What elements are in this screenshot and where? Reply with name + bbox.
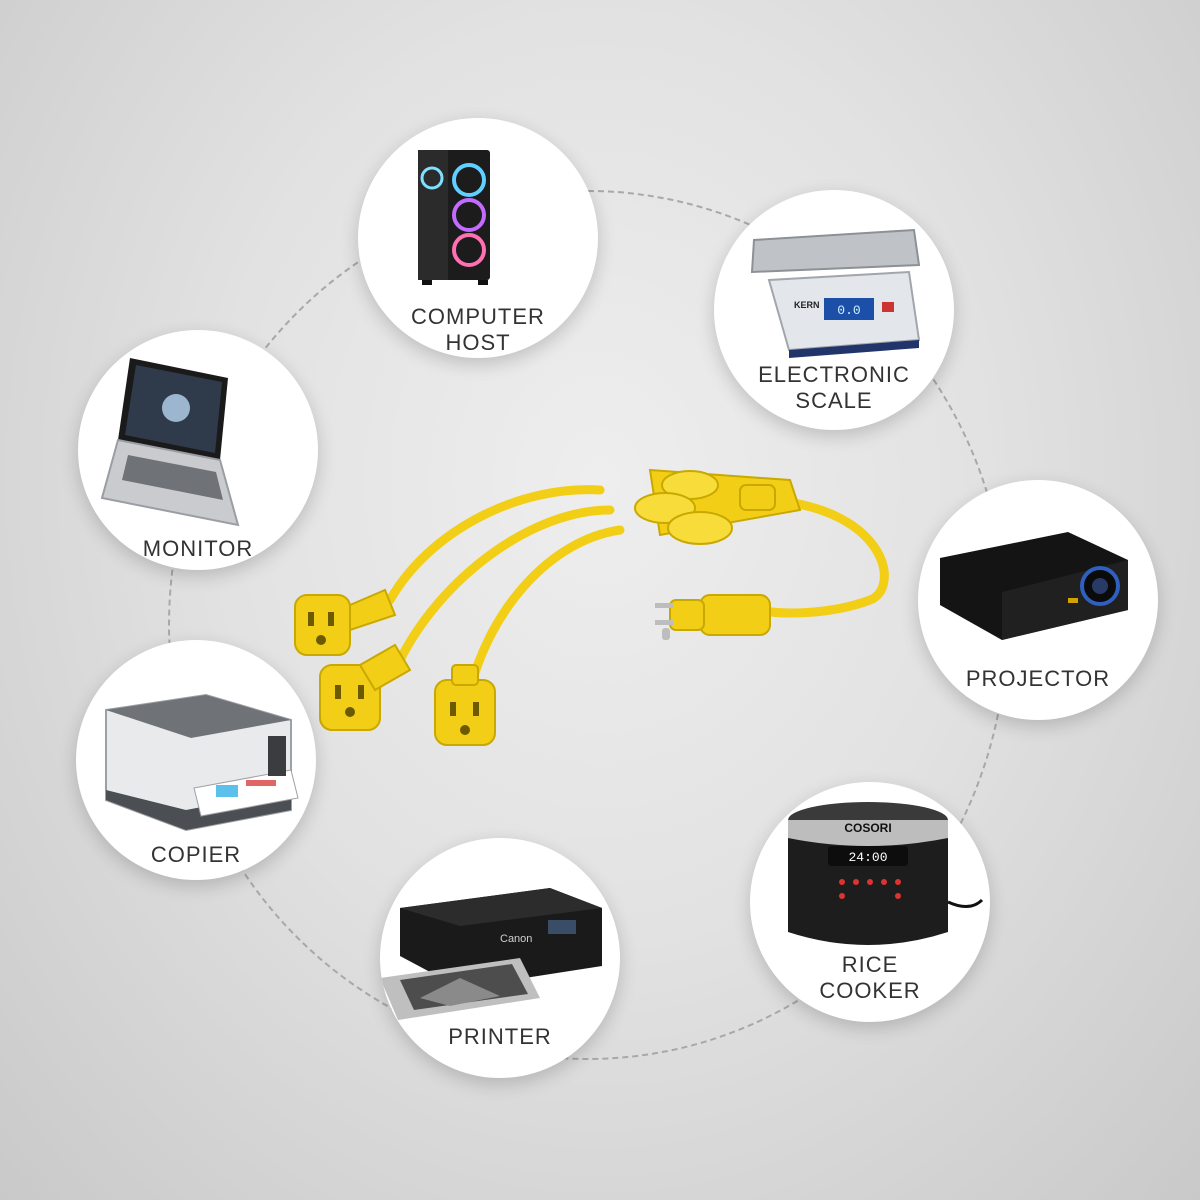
- copier-icon: [105, 693, 299, 832]
- svg-text:24:00: 24:00: [848, 850, 887, 865]
- svg-text:KERN: KERN: [794, 300, 820, 310]
- computer-host-icon: [418, 150, 490, 285]
- electronic-scale-icon: 0.0 KERN: [750, 228, 921, 358]
- splitter-hub: [634, 468, 802, 545]
- projector-icon: [940, 532, 1128, 640]
- svg-text:COSORI: COSORI: [844, 821, 891, 835]
- male-plug: [655, 594, 771, 640]
- outlet-1: [294, 588, 397, 656]
- svg-text:Canon: Canon: [500, 933, 532, 945]
- svg-text:0.0: 0.0: [837, 303, 860, 318]
- device-label: PRINTER: [448, 1024, 552, 1049]
- printer-card: Canon PRINTER: [380, 838, 620, 1078]
- copier-card: COPIER: [76, 640, 316, 880]
- rice-cooker-icon: COSORI 24:00: [788, 802, 984, 945]
- device-label: COPIER: [150, 842, 242, 867]
- outlet-2: [319, 643, 412, 731]
- device-label: PROJECTOR: [965, 666, 1111, 691]
- splitter-cable-icon: [294, 468, 889, 746]
- monitor-card: MONITOR: [78, 330, 318, 570]
- device-label: MONITOR: [142, 536, 254, 561]
- laptop-icon: [100, 358, 240, 527]
- outlet-3: [434, 664, 496, 746]
- projector-card: PROJECTOR: [918, 480, 1158, 720]
- printer-icon: Canon: [380, 888, 602, 1020]
